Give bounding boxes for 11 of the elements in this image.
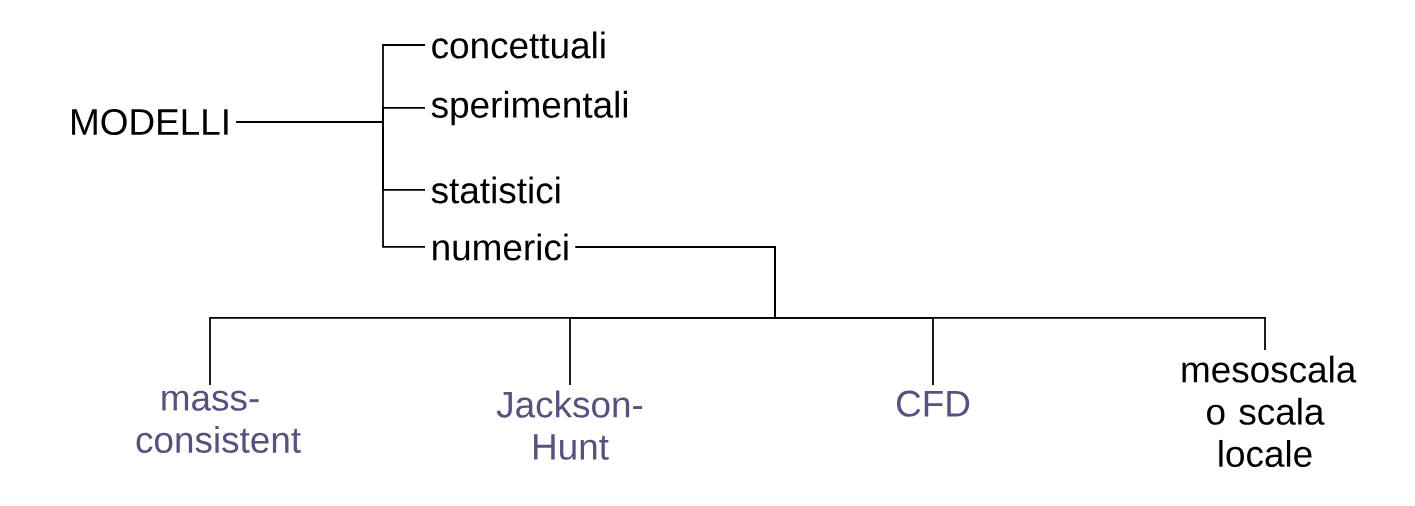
connector-line bbox=[235, 121, 426, 248]
leaf-label: Jackson-Hunt bbox=[496, 390, 643, 460]
leaf-label: mass-consistent bbox=[136, 390, 301, 453]
connector-line bbox=[574, 246, 1266, 351]
leaf-label: mesoscala o scala locale bbox=[1182, 355, 1357, 468]
leaf-label: CFD bbox=[896, 390, 970, 417]
branch-label: statistici bbox=[431, 176, 560, 204]
root-label: MODELLI bbox=[72, 108, 228, 136]
branch-label: sperimentali bbox=[431, 90, 627, 126]
branch-label: numerici bbox=[433, 233, 568, 261]
branch-label: concettuali bbox=[432, 31, 605, 59]
